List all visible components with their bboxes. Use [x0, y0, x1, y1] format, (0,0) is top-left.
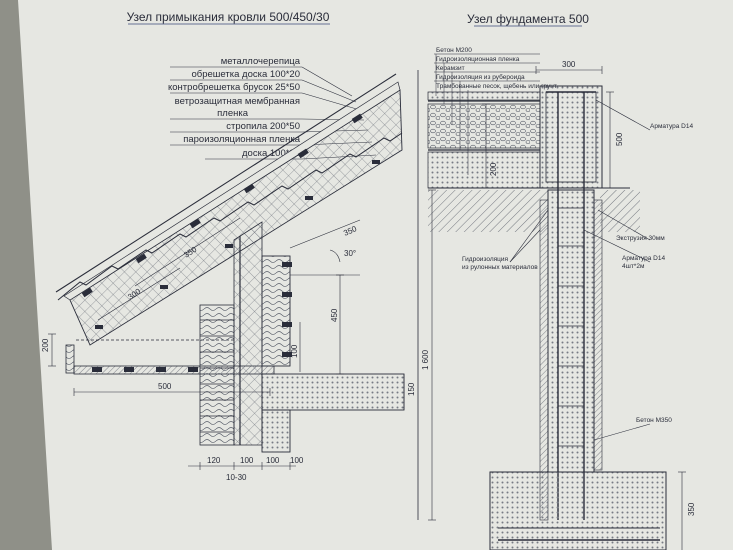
layer-label: Бетон М200 [436, 47, 472, 54]
roof-dimensions [48, 217, 405, 470]
dim-350: 350 [687, 502, 696, 516]
layer-label: пароизоляционная пленка [183, 134, 300, 145]
layer-label: Трамбованные песок, щебень или грунт [436, 82, 557, 90]
floor-slab [261, 373, 405, 453]
dim-30-deg: 30° [344, 249, 356, 258]
dim-120: 120 [207, 456, 221, 465]
callout-eps: Экструзия 30мм [616, 235, 665, 242]
dim-100c: 100 [290, 456, 304, 465]
callout-rebar-top: Арматура D14 [650, 123, 693, 130]
dim-300: 300 [562, 60, 576, 69]
layer-label: Керамзит [436, 65, 465, 72]
roof-node-title: Узел примыкания кровли 500/450/30 [127, 10, 330, 24]
foundation-node-title: Узел фундамента 500 [467, 12, 589, 26]
layer-label: пленка [217, 108, 249, 119]
footing [489, 471, 667, 550]
layer-label: металлочерепица [221, 56, 301, 67]
floor-layers [427, 91, 630, 189]
ground [428, 190, 640, 521]
dim-100a: 100 [240, 456, 254, 465]
dim-500: 500 [615, 132, 624, 146]
callout-rebar-mid-2: 4шт*2м [622, 263, 645, 270]
dim-10-30: 10-30 [226, 473, 247, 482]
grade-beam [539, 85, 603, 189]
dim-450: 450 [330, 308, 339, 322]
roof-node: Узел примыкания кровли 500/450/30 металл… [41, 10, 416, 482]
callout-waterproofing-2: из рулонных материалов [462, 264, 538, 271]
layer-label: Гидроизоляция из рубероида [436, 73, 525, 81]
layer-label: обрешетка доска 100*20 [192, 69, 301, 80]
dim-200: 200 [489, 162, 498, 176]
callout-waterproofing: Гидроизоляция [462, 256, 508, 263]
layer-label: ветрозащитная мембранная [175, 96, 300, 107]
callout-rebar-mid: Арматура D14 [622, 255, 665, 262]
callout-concrete: Бетон М350 [636, 417, 672, 424]
layer-label: Гидроизоляционная пленка [436, 56, 520, 63]
layer-label: стропила 200*50 [226, 121, 300, 132]
wall [199, 221, 292, 446]
foundation-node: Узел фундамента 500 Бетон М200 Гидроизол… [421, 12, 696, 550]
roof-slope [55, 73, 403, 346]
dim-150: 150 [407, 382, 416, 396]
eaves-soffit [65, 339, 275, 375]
dim-200: 200 [41, 338, 50, 352]
foundation-layer-labels: Бетон М200 Гидроизоляционная пленка Кера… [434, 47, 557, 175]
dim-1600: 1 600 [421, 349, 430, 370]
dim-500: 500 [158, 382, 172, 391]
layer-label: контробрешетка брусок 25*50 [168, 82, 300, 93]
foundation-dimensions [428, 66, 686, 550]
dim-100: 100 [290, 344, 299, 358]
dim-100b: 100 [266, 456, 280, 465]
